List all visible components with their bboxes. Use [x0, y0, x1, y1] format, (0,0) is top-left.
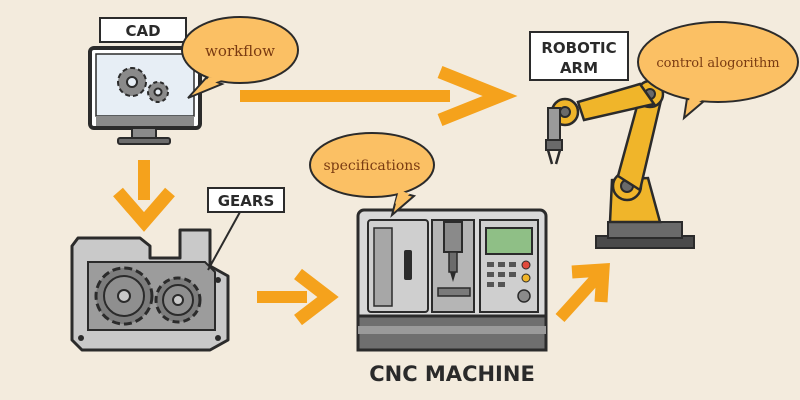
- control-algorithm-text: control alogorithm: [656, 56, 779, 71]
- cad-label: CAD: [125, 22, 160, 40]
- arrow-cad-to-robot: [240, 65, 518, 127]
- workflow-text: workflow: [205, 42, 275, 60]
- arrow-gears-to-cnc: [257, 268, 339, 326]
- robotic-arm-label-box: ROBOTIC ARM: [529, 31, 629, 81]
- control-algorithm-bubble: control alogorithm: [637, 21, 799, 121]
- specifications-bubble: specifications: [309, 132, 435, 218]
- gear-icon: [147, 81, 169, 103]
- cad-monitor: [88, 46, 202, 145]
- cnc-machine: [356, 208, 548, 352]
- cad-label-box: CAD: [99, 17, 187, 43]
- gear-icon: [117, 67, 147, 97]
- arrow-cad-to-gears: [113, 160, 175, 232]
- robotic-arm: [545, 79, 695, 249]
- gears-label-box: GEARS: [207, 187, 285, 271]
- gear-icon: [154, 276, 202, 324]
- arm-label: ARM: [560, 59, 598, 77]
- specifications-text: specifications: [323, 158, 420, 174]
- cnc-machine-label: CNC MACHINE: [369, 362, 535, 386]
- gears-label: GEARS: [218, 192, 275, 210]
- workflow-bubble: workflow: [181, 16, 299, 99]
- arrow-cnc-to-robot: [555, 263, 610, 323]
- gear-icon: [94, 266, 154, 326]
- gears-housing: [70, 228, 230, 352]
- robotic-label: ROBOTIC: [541, 39, 616, 57]
